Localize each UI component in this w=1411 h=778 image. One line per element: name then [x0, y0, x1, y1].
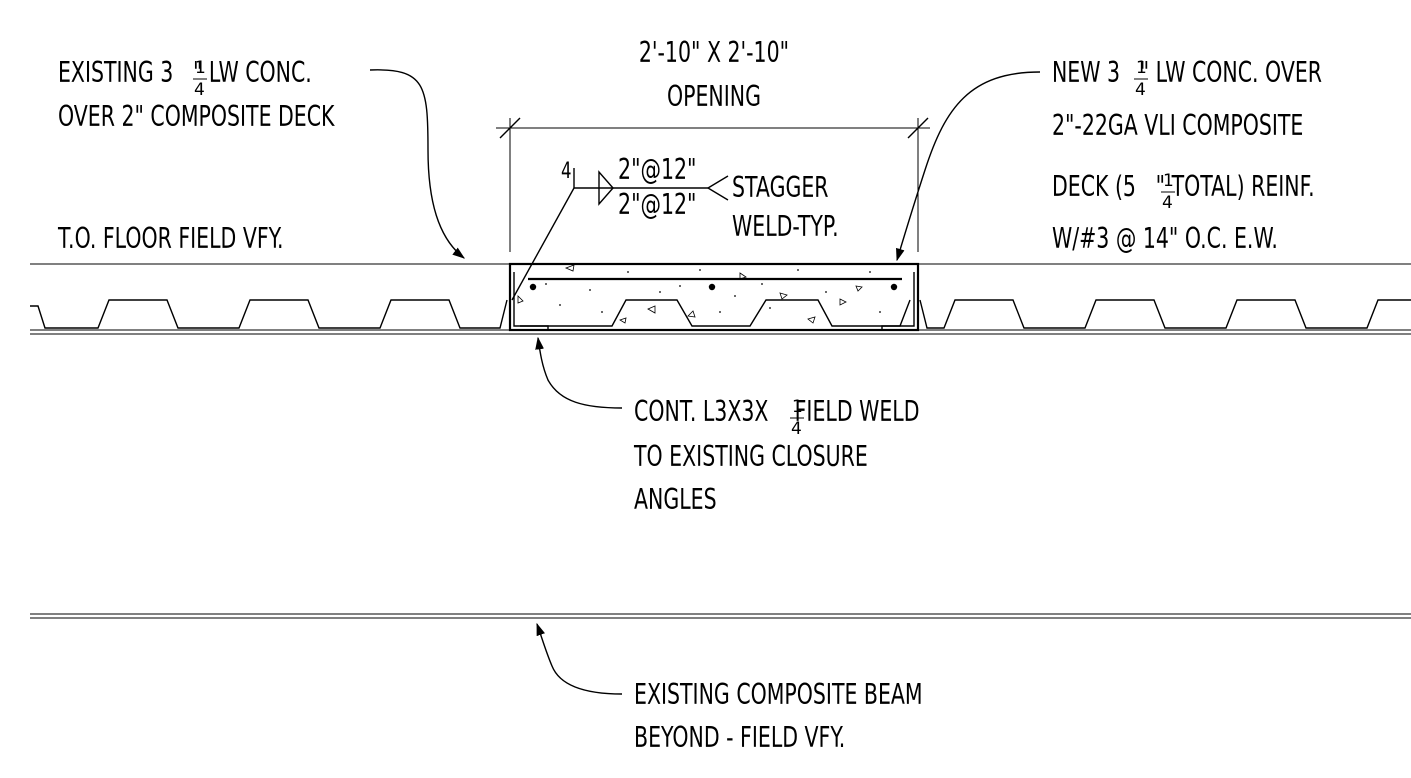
angle-note-prefix: CONT. L3X3X [634, 395, 768, 428]
leader-closure-angle [535, 336, 623, 409]
weld-size: 4 [561, 158, 572, 184]
existing-slab-note-line2: OVER 2" COMPOSITE DECK [58, 100, 335, 133]
new-slab-total-frac-den: 4 [1162, 193, 1173, 213]
weld-tail [706, 175, 729, 201]
new-slab-note-line2: 2"-22GA VLI COMPOSITE [1052, 109, 1303, 142]
weld-tail-line1: STAGGER [732, 171, 829, 204]
new-slab-frac-num: 1 [1136, 58, 1147, 78]
leader-new-slab [896, 71, 1041, 262]
existing-slab-note-line1: EXISTING 3 " LW CONC. [58, 56, 312, 89]
floor-level-note: T.O. FLOOR FIELD VFY. [57, 222, 283, 255]
closure-angle-left [513, 272, 549, 331]
rebar-dot-3 [890, 283, 898, 291]
existing-deck-right [919, 299, 1411, 329]
beam-note-line1: EXISTING COMPOSITE BEAM [634, 678, 923, 711]
composite-beam-beyond [30, 613, 1411, 619]
weld-length-pitch-top: 2"@12" [618, 153, 696, 186]
existing-slab-suffix: " LW CONC. [193, 56, 312, 89]
opening-dimension [496, 117, 930, 252]
weld-symbol [511, 168, 729, 301]
angle-note-line2: TO EXISTING CLOSURE [633, 439, 868, 472]
new-slab-frac-den: 4 [1135, 80, 1146, 100]
existing-deck-left [30, 299, 508, 329]
new-slab-total-suffix: " TOTAL) REINF. [1156, 169, 1315, 202]
rebar-dot-2 [708, 283, 716, 291]
leader-existing-slab [369, 69, 465, 259]
opening-size-line1: 2'-10" X 2'-10" [639, 36, 789, 69]
rebar-dot-1 [529, 283, 537, 291]
new-slab-note-line3: DECK (5 " TOTAL) REINF. [1052, 169, 1315, 202]
new-vli-deck [520, 299, 911, 327]
closure-angle-right [881, 272, 915, 331]
beam-note-line2: BEYOND - FIELD VFY. [634, 721, 845, 754]
fillet-weld-arrow-side [598, 170, 614, 189]
new-slab-suffix: " LW CONC. OVER [1140, 56, 1322, 89]
concrete-hatch [517, 264, 863, 324]
existing-slab-frac-num: 1 [195, 58, 206, 78]
new-slab-note-line4: W/#3 @ 14" O.C. E.W. [1052, 222, 1278, 255]
new-slab-total-prefix: DECK (5 [1052, 169, 1136, 202]
leader-beam [536, 622, 623, 695]
fillet-weld-other-side [598, 187, 614, 206]
existing-slab-frac-den: 4 [194, 80, 205, 100]
new-slab-note-line1: NEW 3 " LW CONC. OVER [1052, 56, 1322, 89]
angle-note-line3: ANGLES [634, 483, 717, 516]
angle-note-suffix: FIELD WELD [788, 395, 919, 428]
new-slab-total-frac-num: 1 [1163, 171, 1174, 191]
existing-slab-prefix: EXISTING 3 [58, 56, 173, 89]
weld-length-pitch-bottom: 2"@12" [618, 188, 696, 221]
angle-frac-den: 4 [791, 419, 802, 439]
new-slab-prefix: NEW 3 [1052, 56, 1120, 89]
concrete-stipple [545, 269, 881, 313]
weld-tail-line2: WELD-TYP. [732, 209, 839, 242]
opening-size-line2: OPENING [667, 80, 761, 113]
angle-frac-num: 1 [792, 397, 803, 417]
new-concrete-infill [508, 262, 920, 332]
angle-note-line1: CONT. L3X3X FIELD WELD [634, 395, 919, 428]
